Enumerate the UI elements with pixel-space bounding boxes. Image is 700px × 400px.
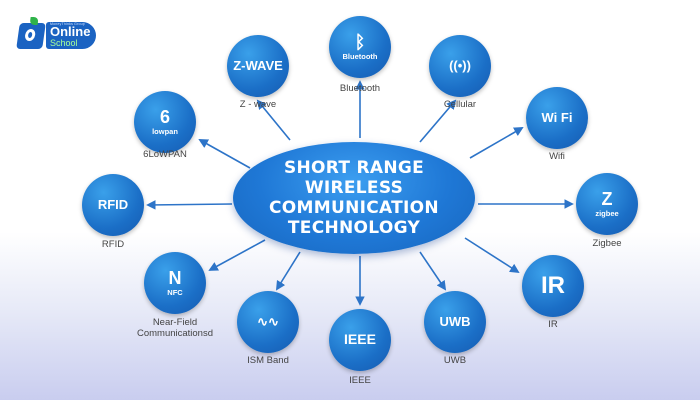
node-bluetooth-sublabel: Bluetooth (342, 52, 378, 62)
node-uwb: UWB (424, 291, 486, 353)
ism-band-icon: ∿∿ (257, 313, 279, 329)
label-ieee: IEEE (349, 375, 371, 386)
center-topic-ellipse: SHORT RANGE WIRELESS COMMUNICATION TECHN… (233, 142, 475, 254)
center-title-line1: SHORT RANGE WIRELESS (283, 158, 425, 198)
label-nfc: Near-Field Communicationsd (136, 317, 214, 339)
rfid-icon: RFID (97, 196, 129, 212)
arrow-to-cellular (419, 99, 457, 143)
6lowpan-icon: 6 (159, 106, 170, 127)
label-ism: ISM Band (247, 355, 289, 366)
arrow-to-ir (464, 237, 520, 274)
label-ir: IR (548, 319, 558, 330)
label-rfid: RFID (101, 239, 125, 250)
logo-mark-icon (16, 16, 46, 49)
online-school-logo: MoneyThinks Group Online School (16, 16, 97, 50)
arrow-to-6lowpan (198, 139, 251, 169)
label-bluetooth: Bluetooth (339, 83, 381, 94)
logo-online-text: Online (50, 24, 91, 40)
arrow-to-uwb (419, 251, 447, 291)
label-zwave: Z - wave (239, 99, 277, 110)
logo-text: MoneyThinks Group Online School (46, 22, 97, 50)
label-cellular: Cellular (443, 99, 477, 110)
ir-icon: IR (541, 271, 565, 299)
wifi-icon: Wi Fi (541, 109, 573, 125)
node-ism: ∿∿ (237, 291, 299, 353)
node-rfid: RFID (82, 174, 144, 236)
label-6lowpan: 6LoWPAN (143, 149, 187, 160)
node-nfc-sublabel: NFC (167, 288, 183, 298)
node-wifi: Wi Fi (526, 87, 588, 149)
label-wifi: Wifi (549, 151, 565, 162)
arrow-to-wifi (469, 127, 524, 159)
label-zigbee: Zigbee (592, 238, 622, 249)
cellular-icon: ((•)) (449, 57, 471, 73)
label-uwb: UWB (443, 355, 467, 366)
logo-school-text: School (50, 37, 78, 48)
logo-small-text: MoneyThinks Group (50, 22, 85, 26)
node-6lowpan-sublabel: lowpan (152, 127, 178, 137)
node-ir: IR (522, 255, 584, 317)
node-zigbee-sublabel: zigbee (595, 209, 619, 219)
node-cellular: ((•)) (429, 35, 491, 97)
arrow-to-zwave (256, 99, 291, 141)
uwb-icon: UWB (439, 313, 471, 329)
node-zwave: Z-WAVE (227, 35, 289, 97)
zwave-icon: Z-WAVE (233, 57, 283, 73)
zigbee-icon: Z (601, 188, 613, 209)
node-ieee: IEEE (329, 309, 391, 371)
bluetooth-icon: ᛒ (354, 31, 366, 52)
arrow-to-nfc (208, 239, 266, 271)
center-title-line2: COMMUNICATION TECHNOLOGY (269, 198, 439, 238)
nfc-icon: N (168, 267, 182, 288)
ieee-icon: IEEE (344, 331, 376, 348)
arrow-to-rfid (146, 200, 233, 210)
arrow-to-ism (275, 251, 301, 291)
